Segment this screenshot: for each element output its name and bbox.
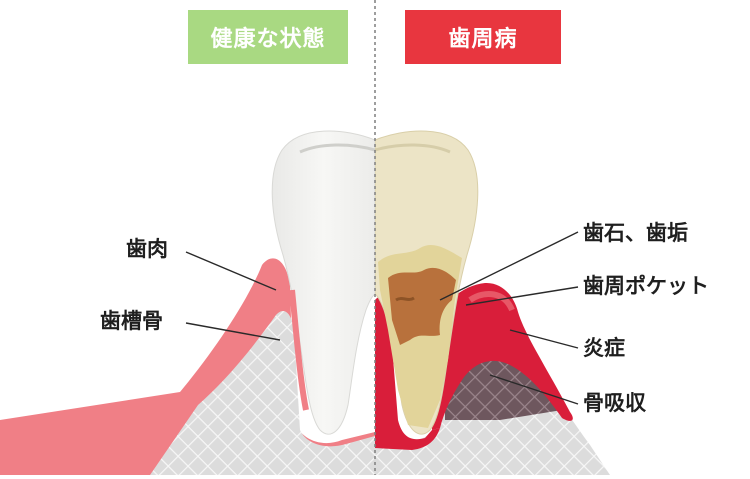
leader-pocket bbox=[465, 286, 579, 306]
leader-lines bbox=[185, 231, 579, 405]
healthy-side bbox=[0, 130, 375, 475]
label-gum: 歯肉 bbox=[126, 237, 168, 261]
leader-bone bbox=[185, 322, 281, 341]
label-tartar-plaque: 歯石、歯垢 bbox=[583, 221, 688, 245]
label-bone-resorption: 骨吸収 bbox=[583, 391, 646, 415]
inflamed-gum-shape bbox=[430, 282, 573, 430]
leader-tartar bbox=[439, 231, 579, 301]
healthy-tooth-shape bbox=[271, 130, 375, 435]
leader-gum bbox=[185, 251, 277, 291]
disease-side bbox=[375, 130, 610, 475]
periodontitis-badge: 歯周病 bbox=[405, 10, 561, 64]
healthy-bone-shape bbox=[150, 310, 375, 475]
tartar-shape bbox=[388, 267, 456, 345]
leader-inflammation bbox=[509, 329, 579, 349]
label-periodontal-pocket: 歯周ポケット bbox=[583, 274, 709, 298]
label-alveolar-bone: 歯槽骨 bbox=[100, 309, 163, 333]
healthy-state-badge: 健康な状態 bbox=[188, 10, 348, 64]
label-inflammation: 炎症 bbox=[583, 336, 625, 360]
leader-resorption bbox=[489, 374, 579, 405]
